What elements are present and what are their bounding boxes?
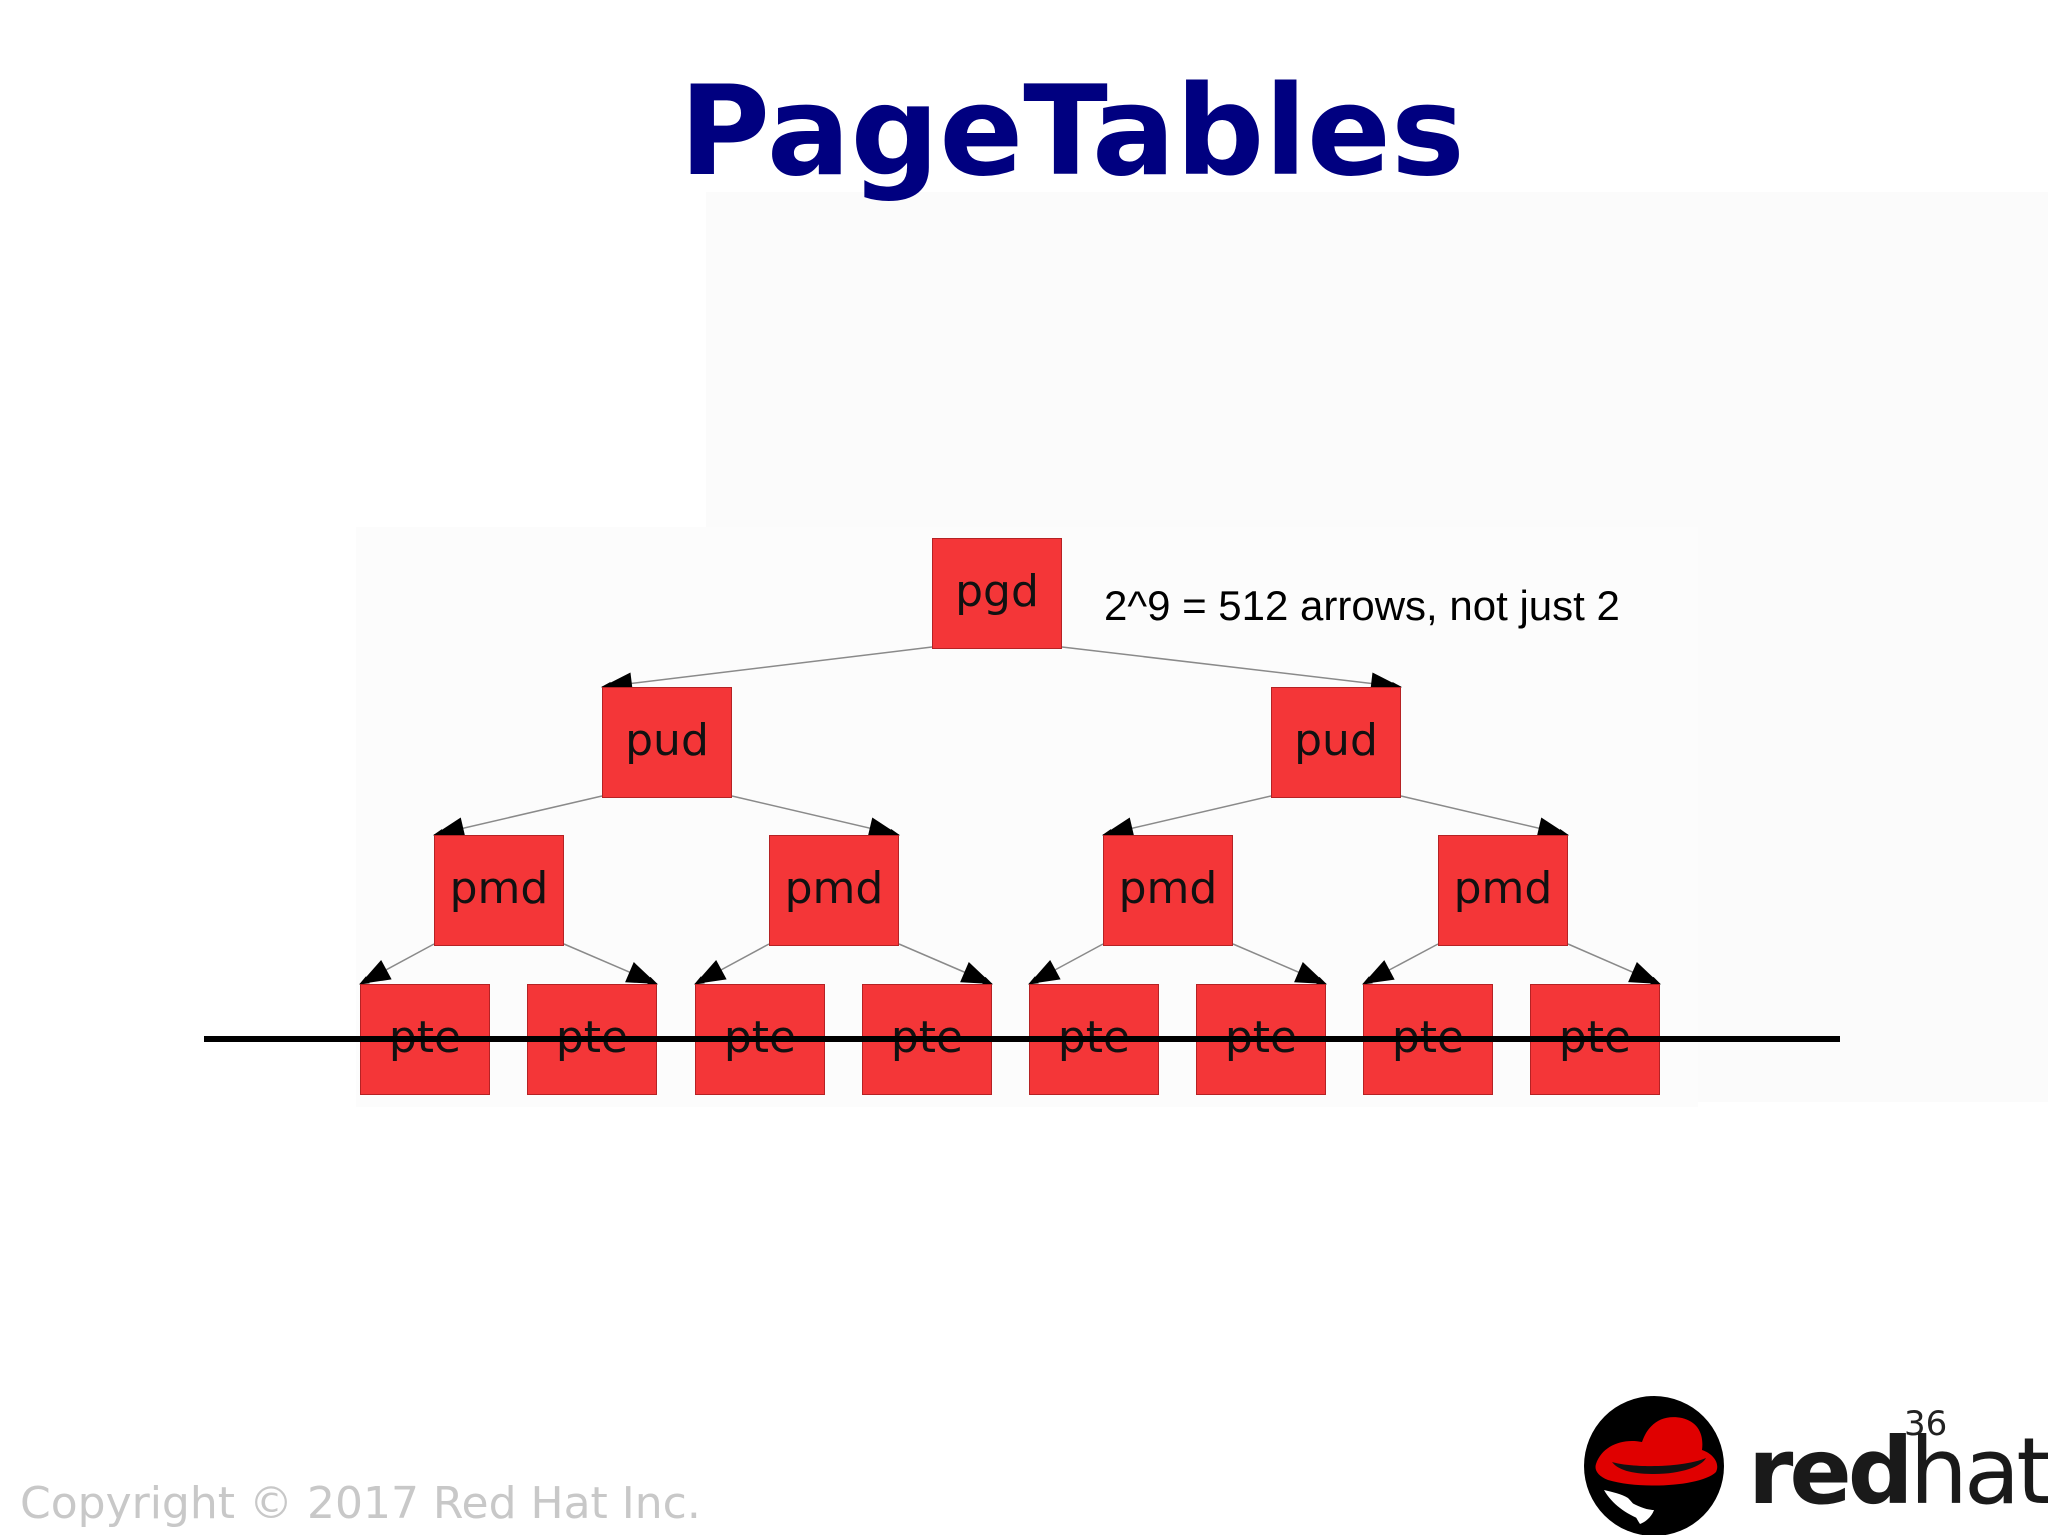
pud-node-2: pud: [1271, 687, 1401, 798]
arrowhead: [360, 960, 392, 984]
copyright-notice: Copyright © 2017 Red Hat Inc.: [20, 1478, 701, 1529]
arrowhead: [1103, 817, 1135, 839]
redhat-wordmark: redhat.: [1748, 1418, 2048, 1525]
pmd-node-4: pmd: [1438, 835, 1568, 946]
redhat-logo: [1584, 1396, 1724, 1535]
pgd-to-pud-arrow: [601, 646, 933, 690]
arrowhead: [1628, 961, 1660, 984]
pgd-node-1: pgd: [932, 538, 1062, 649]
arrow-count-annotation: 2^9 = 512 arrows, not just 2: [1104, 582, 1620, 629]
arrowhead: [1029, 960, 1061, 984]
arrowhead: [1363, 960, 1395, 984]
pmd-node-2: pmd: [769, 835, 899, 946]
pud-node-1: pud: [602, 687, 732, 798]
arrowhead: [434, 817, 466, 839]
pte-strikethrough-line: [204, 1036, 1840, 1042]
shadowman-icon: [1584, 1396, 1724, 1535]
pmd-node-3: pmd: [1103, 835, 1233, 946]
slide-title: PageTables: [679, 60, 1465, 204]
wordmark-red: red: [1748, 1418, 1914, 1525]
pmd-node-1: pmd: [434, 835, 564, 946]
arrowhead: [695, 960, 727, 984]
wordmark-hat: hat: [1909, 1418, 2048, 1525]
page-number: 36: [1904, 1404, 1948, 1444]
arrowhead: [1294, 962, 1326, 984]
pgd-to-pud-arrow: [1061, 646, 1402, 690]
arrowhead: [867, 817, 899, 839]
arrowhead: [960, 962, 992, 984]
arrowhead: [625, 962, 657, 984]
arrowhead: [1536, 817, 1568, 839]
